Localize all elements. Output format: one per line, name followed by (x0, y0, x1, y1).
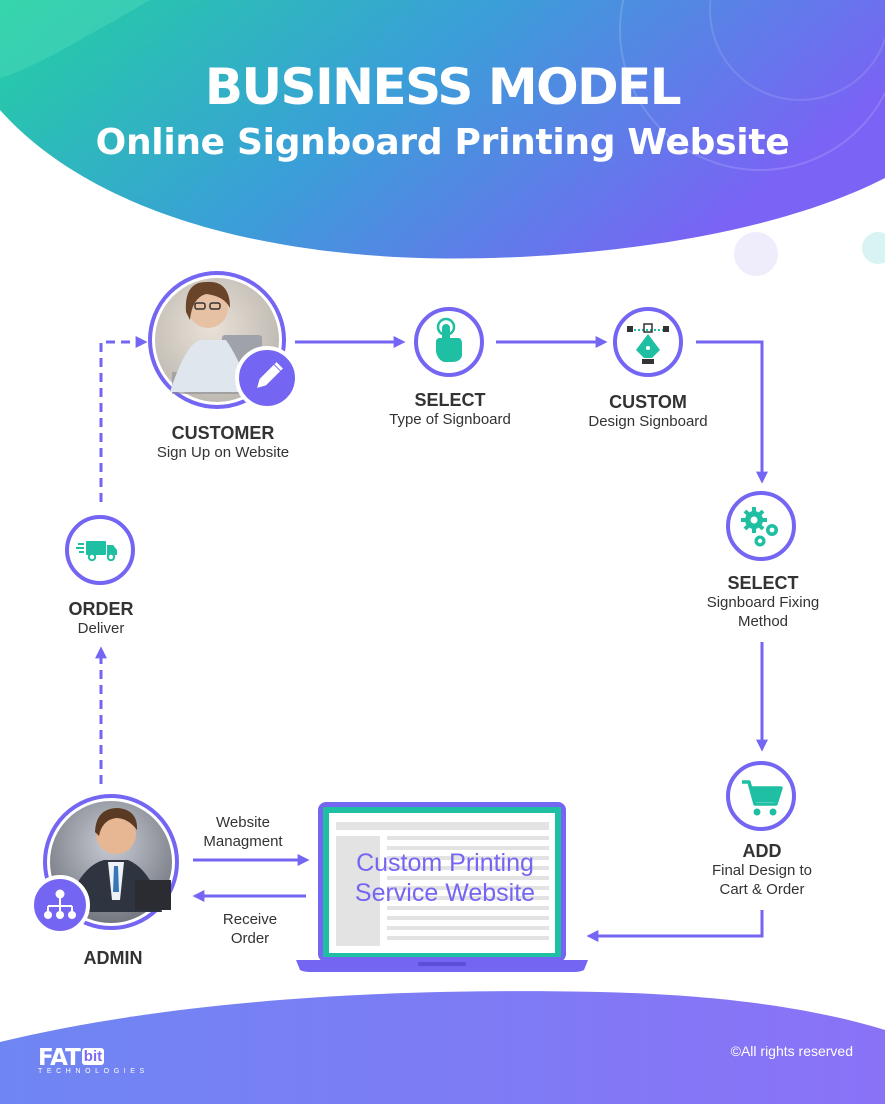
footer-background (0, 991, 885, 1104)
select-type-node (414, 307, 484, 377)
customer-node (148, 271, 299, 410)
add-node (726, 761, 796, 831)
gears-icon (741, 507, 778, 547)
website-management-label: Website Managment (183, 813, 303, 851)
page-title: BUSINESS MODEL (204, 58, 682, 116)
page-subtitle: Online Signboard Printing Website (95, 122, 790, 163)
decor-bubble (862, 232, 885, 264)
hand-pointer-icon (436, 317, 462, 362)
shopping-cart-icon (742, 780, 783, 816)
website-management-line1: Website (216, 814, 270, 831)
order-label: ORDER Deliver (31, 600, 171, 638)
copyright-text: ©All rights reserved (730, 1043, 853, 1059)
customer-title: CUSTOMER (171, 423, 275, 443)
arrow-custom-to-fixing (696, 340, 768, 484)
laptop-screen-line2: Service Website (354, 879, 536, 907)
custom-subtitle: Design Signboard (588, 413, 708, 430)
customer-subtitle: Sign Up on Website (156, 444, 290, 461)
select-fixing-subtitle-2: Method (737, 613, 789, 630)
header-background (0, 0, 885, 259)
select-type-subtitle: Type of Signboard (389, 411, 511, 428)
customer-label: CUSTOMER Sign Up on Website (123, 424, 323, 462)
org-chart-icon (44, 889, 76, 919)
arrow-add-to-website (586, 910, 764, 942)
logo-sub-text: TECHNOLOGIES (38, 1068, 149, 1075)
pencil-icon (257, 362, 283, 388)
receive-order-label: Receive Order (190, 910, 310, 948)
decor-bubble (734, 232, 778, 276)
add-subtitle-2: Cart & Order (719, 881, 805, 898)
add-title: ADD (742, 841, 782, 861)
admin-label: ADMIN (53, 949, 173, 968)
order-subtitle: Deliver (77, 620, 125, 637)
select-type-title: SELECT (414, 390, 486, 410)
select-fixing-label: SELECT Signboard Fixing Method (663, 574, 863, 631)
flow-arrows (95, 336, 768, 942)
delivery-truck-icon (76, 541, 117, 562)
add-label: ADD Final Design to Cart & Order (662, 842, 862, 899)
custom-node (613, 307, 683, 377)
select-type-label: SELECT Type of Signboard (350, 391, 550, 429)
order-node (65, 515, 135, 585)
laptop-illustration (296, 802, 588, 972)
custom-label: CUSTOM Design Signboard (548, 393, 748, 431)
add-subtitle-1: Final Design to (711, 862, 813, 879)
pen-tool-icon (627, 323, 669, 364)
select-fixing-title: SELECT (727, 573, 799, 593)
admin-title: ADMIN (83, 948, 143, 968)
laptop-screen-text: Custom Printing Service Website (330, 848, 560, 908)
website-management-line2: Managment (203, 833, 283, 850)
laptop-screen-line1: Custom Printing (356, 849, 534, 877)
receive-order-line1: Receive (222, 911, 278, 928)
order-title: ORDER (68, 599, 134, 619)
select-fixing-node (726, 491, 796, 561)
receive-order-line2: Order (230, 930, 270, 947)
arrow-order-to-customer (99, 336, 148, 502)
select-fixing-subtitle-1: Signboard Fixing (706, 594, 820, 611)
custom-title: CUSTOM (609, 392, 687, 412)
logo-main-text: FAT (38, 1045, 81, 1071)
admin-node (30, 794, 179, 935)
logo-badge-text: bit (81, 1048, 105, 1065)
